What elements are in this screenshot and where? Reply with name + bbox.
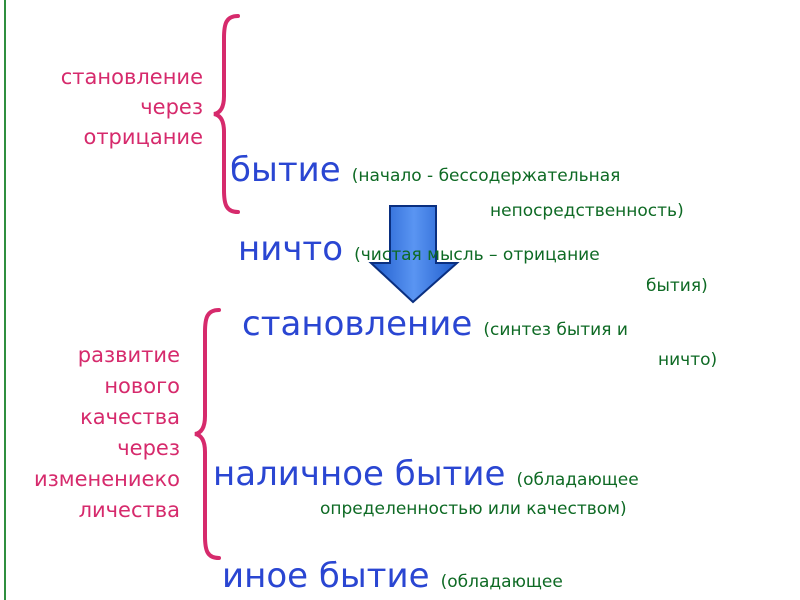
left-curly-brace-icon	[194, 308, 221, 560]
slide-frame-line	[4, 0, 6, 600]
term-row-nalichnoe: наличное бытие (обладающее	[213, 454, 639, 494]
desc-nichto-cont: бытия)	[646, 276, 708, 296]
term-row-bytie: бытие (начало - бессодержательная	[230, 150, 620, 190]
left-curly-brace-icon	[213, 14, 240, 214]
desc-nalichnoe-cont: определенностью или качеством)	[320, 499, 627, 519]
label-line: развитие	[77, 343, 180, 367]
term-nalichnoe: наличное бытие	[213, 454, 506, 494]
label-razvitie-novogo-kachestva: развитие нового качества через изменение…	[34, 340, 180, 526]
label-line: через	[140, 95, 203, 119]
term-nichto: ничто	[238, 229, 344, 269]
label-stanovlenie-cherez-otricanie: становление через отрицание	[61, 62, 203, 152]
desc-bytie: (начало - бессодержательная	[351, 166, 621, 186]
term-row-stanovlenie: становление (синтез бытия и	[242, 304, 628, 344]
term-inoe: иное бытие	[222, 556, 430, 596]
term-bytie: бытие	[230, 150, 341, 190]
desc-nichto: (чистая мысль – отрицание	[354, 245, 600, 265]
label-line: качества	[80, 405, 180, 429]
label-line: изменениеко	[33, 467, 180, 491]
label-line: личества	[78, 498, 180, 522]
desc-stanovlenie: (синтез бытия и	[483, 320, 628, 340]
label-line: нового	[104, 374, 180, 398]
label-line: становление	[60, 65, 203, 89]
desc-nalichnoe: (обладающее	[516, 470, 639, 490]
term-stanovlenie: становление	[242, 304, 473, 344]
term-row-nichto: ничто (чистая мысль – отрицание	[238, 229, 600, 269]
label-line: отрицание	[83, 125, 203, 149]
desc-bytie-cont: непосредственность)	[490, 201, 684, 221]
term-row-inoe: иное бытие (обладающее	[222, 556, 563, 596]
desc-stanovlenie-cont: ничто)	[658, 350, 718, 370]
label-line: через	[117, 436, 180, 460]
down-arrow-icon	[368, 205, 460, 304]
desc-inoe: (обладающее	[440, 572, 563, 592]
